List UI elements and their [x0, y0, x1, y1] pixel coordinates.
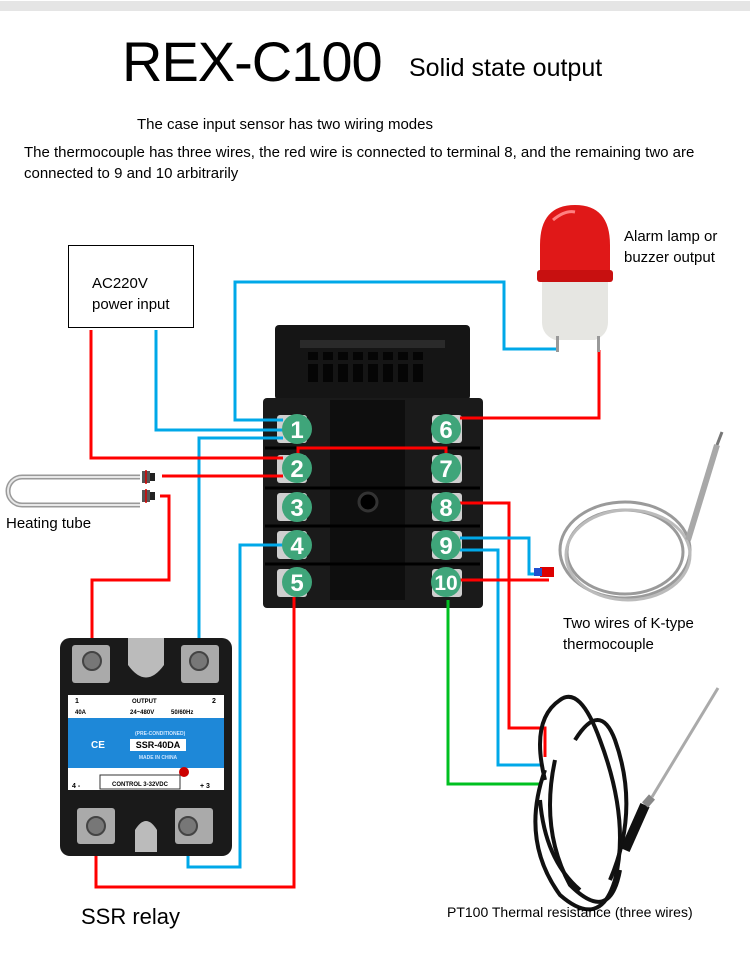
terminal-badges: 1 2 3 4 5 6 7 8 9 10 — [282, 414, 461, 597]
description-line-2: The thermocouple has three wires, the re… — [24, 144, 695, 182]
terminal-5: 5 — [282, 567, 312, 597]
wire-blue-1-ssr — [197, 436, 283, 660]
pt100-probe-icon — [533, 687, 720, 912]
power-input-box — [68, 245, 194, 328]
page-subtitle: Solid state output — [409, 54, 603, 82]
wire-blue-ac-1 — [154, 330, 283, 432]
thermocouple-icon — [534, 431, 724, 602]
svg-text:1: 1 — [75, 698, 79, 705]
svg-text:+ 3: + 3 — [200, 783, 210, 790]
svg-text:7: 7 — [439, 456, 452, 483]
wire-red-8-pt100 — [460, 501, 547, 757]
terminal-10: 10 — [431, 567, 461, 597]
thermocouple-label: Two wires of K-type thermocouple — [563, 613, 694, 655]
terminal-6: 6 — [431, 414, 461, 444]
ssr-relay-icon: 1 2 OUTPUT 40A 24~480V 50/60Hz CE (PRE-C… — [60, 638, 232, 856]
wire-red-heat-ssr — [90, 494, 171, 660]
power-input-line-2: power input — [92, 296, 170, 313]
ssr-relay-label: SSR relay — [81, 904, 181, 929]
svg-text:6: 6 — [439, 417, 452, 444]
svg-text:8: 8 — [439, 495, 452, 522]
svg-text:(PRE-CONDITIONED): (PRE-CONDITIONED) — [135, 731, 186, 737]
svg-text:2: 2 — [212, 698, 216, 705]
alarm-label-line-1: Alarm lamp or — [624, 228, 718, 245]
top-bar — [0, 1, 750, 11]
wire-blue-1-alarm — [233, 280, 558, 422]
svg-text:40A: 40A — [75, 710, 87, 716]
pt100-label: PT100 Thermal resistance (three wires) — [447, 904, 693, 920]
heating-tube-icon — [5, 470, 155, 508]
wires — [89, 280, 601, 889]
page-title: REX-C100 — [122, 30, 383, 93]
svg-text:1: 1 — [290, 417, 303, 444]
wire-red-ac-2 — [89, 330, 283, 460]
svg-text:5: 5 — [290, 570, 303, 597]
svg-text:CE: CE — [91, 740, 105, 751]
svg-text:CONTROL 3-32VDC: CONTROL 3-32VDC — [112, 782, 169, 788]
heating-tube-label: Heating tube — [6, 515, 92, 532]
svg-text:50/60Hz: 50/60Hz — [171, 710, 193, 716]
svg-text:9: 9 — [439, 533, 452, 560]
svg-text:MADE IN CHINA: MADE IN CHINA — [139, 755, 178, 761]
svg-text:4: 4 — [290, 533, 304, 560]
terminal-7: 7 — [431, 453, 461, 483]
svg-text:3: 3 — [290, 495, 303, 522]
alarm-lamp-icon — [537, 205, 613, 352]
alarm-label: Alarm lamp or buzzer output — [624, 226, 717, 268]
svg-text:4 -: 4 - — [72, 783, 81, 790]
wire-red-2-7 — [296, 446, 448, 455]
terminal-2: 2 — [282, 453, 312, 483]
description-line-1: The case input sensor has two wiring mod… — [137, 116, 433, 133]
terminal-8: 8 — [431, 492, 461, 522]
terminal-3: 3 — [282, 492, 312, 522]
wire-red-6-alarm — [460, 350, 601, 420]
power-input-label: AC220V power input — [92, 273, 170, 315]
terminal-1: 1 — [282, 414, 312, 444]
alarm-label-line-2: buzzer output — [624, 249, 715, 266]
svg-text:24~480V: 24~480V — [130, 710, 154, 716]
power-input-line-1: AC220V — [92, 275, 148, 292]
svg-text:OUTPUT: OUTPUT — [132, 699, 157, 705]
svg-text:10: 10 — [434, 572, 457, 595]
svg-text:2: 2 — [290, 456, 303, 483]
terminal-9: 9 — [431, 530, 461, 560]
svg-text:SSR-40DA: SSR-40DA — [136, 740, 181, 750]
terminal-4: 4 — [282, 530, 312, 560]
thermocouple-label-line-2: thermocouple — [563, 636, 654, 653]
wire-green-10-pt100 — [446, 600, 541, 786]
wire-blue-9-pt100 — [460, 548, 541, 767]
thermocouple-label-line-1: Two wires of K-type — [563, 615, 694, 632]
